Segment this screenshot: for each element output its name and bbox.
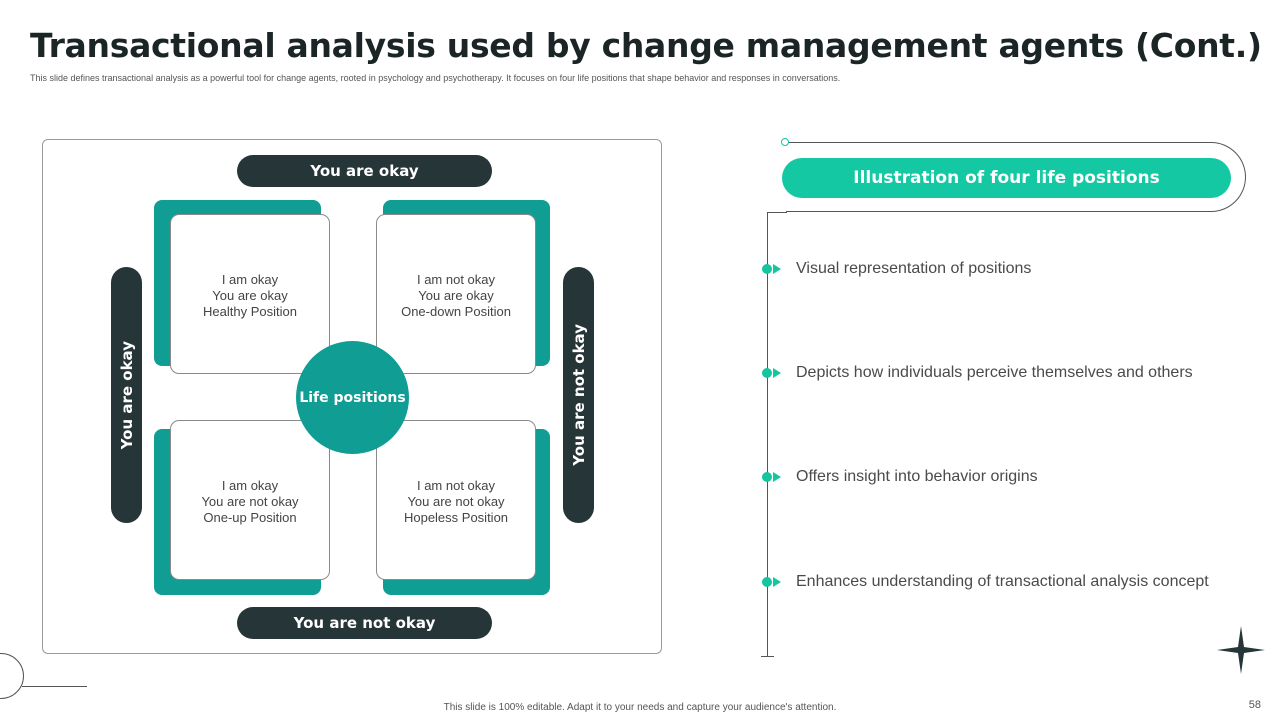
bullet-text: Enhances understanding of transactional …: [796, 573, 1209, 590]
quadrant-line: You are not okay: [407, 494, 505, 509]
quadrant-line: Healthy Position: [203, 304, 297, 319]
axis-label-left-text: You are okay: [117, 340, 136, 450]
quadrant-line: I am okay: [221, 272, 279, 287]
panel-heading: Illustration of four life positions: [782, 158, 1231, 198]
bullet-item: Enhances understanding of transactional …: [762, 573, 1209, 591]
sparkle-star-icon: [1217, 626, 1265, 674]
corner-circle-decoration: [0, 653, 24, 699]
bullet-arrow-icon: [762, 367, 784, 379]
quadrant-card-bottom-right: I am not okay You are not okay Hopeless …: [376, 420, 536, 580]
bullet-arrow-icon: [762, 471, 784, 483]
slide-subtitle: This slide defines transactional analysi…: [30, 73, 841, 83]
axis-label-bottom: You are not okay: [237, 607, 492, 639]
bullet-item: Visual representation of positions: [762, 260, 1031, 278]
timeline-end-tick: [761, 656, 774, 657]
connector-stub: [767, 212, 787, 213]
quadrant-line: One-up Position: [203, 510, 297, 525]
quadrant-line: You are not okay: [201, 494, 299, 509]
axis-label-left: You are okay: [111, 267, 142, 523]
quadrant-line: Hopeless Position: [403, 510, 509, 525]
connector-node: [781, 138, 789, 146]
bullet-item: Offers insight into behavior origins: [762, 468, 1038, 486]
matrix-frame: [42, 139, 662, 654]
quadrant-line: I am not okay: [416, 272, 496, 287]
bullet-arrow-icon: [762, 576, 784, 588]
quadrant-card-top-right: I am not okay You are okay One-down Posi…: [376, 214, 536, 374]
bullet-text: Depicts how individuals perceive themsel…: [796, 364, 1193, 381]
quadrant-line: You are okay: [212, 288, 288, 303]
corner-line-decoration: [22, 686, 87, 687]
quadrant-line: One-down Position: [401, 304, 511, 319]
bullet-arrow-icon: [762, 263, 784, 275]
quadrant-line: I am okay: [221, 478, 279, 493]
bullet-text: Offers insight into behavior origins: [796, 468, 1038, 485]
slide-footer: This slide is 100% editable. Adapt it to…: [443, 702, 837, 713]
slide-title: Transactional analysis used by change ma…: [30, 26, 1262, 65]
connector-arc: [786, 142, 1246, 212]
timeline-line: [767, 212, 768, 656]
bullet-item: Depicts how individuals perceive themsel…: [762, 364, 1193, 382]
quadrant-card-bottom-left: I am okay You are not okay One-up Positi…: [170, 420, 330, 580]
quadrant-line: I am not okay: [416, 478, 496, 493]
axis-label-top: You are okay: [237, 155, 492, 187]
axis-label-right-text: You are not okay: [569, 324, 588, 466]
center-circle-label: Life positions: [299, 389, 406, 406]
page-number: 58: [1248, 699, 1261, 711]
quadrant-line: You are okay: [418, 288, 494, 303]
axis-label-right: You are not okay: [563, 267, 594, 523]
bullet-text: Visual representation of positions: [796, 260, 1032, 277]
quadrant-card-top-left: I am okay You are okay Healthy Position: [170, 214, 330, 374]
center-circle: Life positions: [296, 341, 409, 454]
